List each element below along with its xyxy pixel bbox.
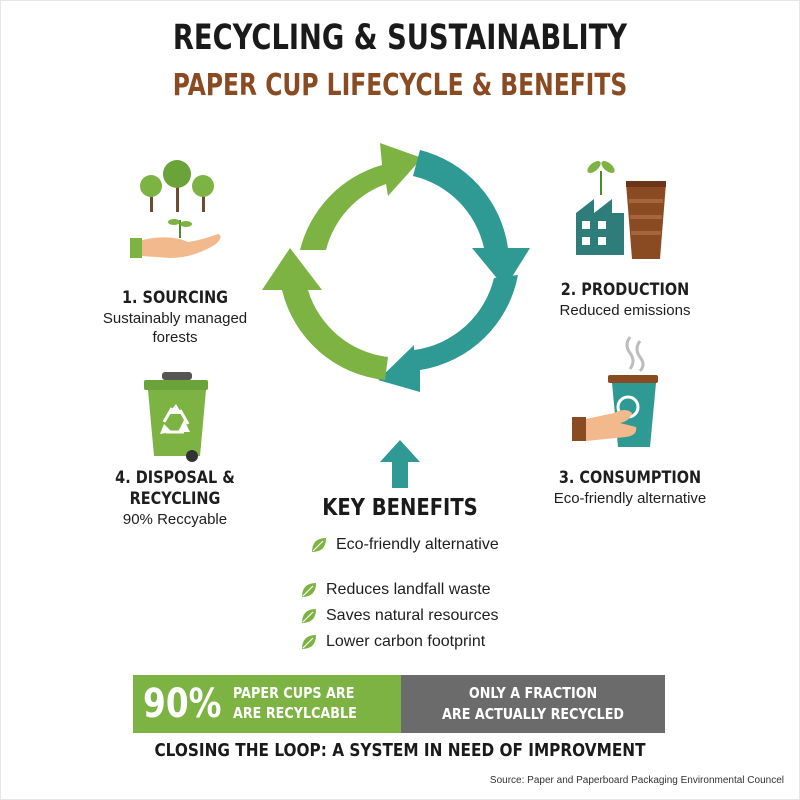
factory-cups-icon	[576, 161, 666, 259]
recyclable-percent: 90%	[143, 681, 222, 727]
stage-sourcing-desc-line1: Sustainably managed	[102, 310, 248, 327]
closing-statement: CLOSING THE LOOP: A SYSTEM IN NEED OF IM…	[154, 740, 646, 761]
stage-sourcing-desc-line2: forests	[152, 329, 198, 346]
stage-consumption-desc: Eco-friendly alternative	[553, 490, 707, 507]
stage-disposal-desc: 90% Reccyable	[122, 511, 228, 528]
benefit-item: Saves natural resources	[300, 607, 499, 625]
page-subtitle: PAPER CUP LIFECYCLE & BENEFITS	[172, 68, 628, 103]
benefit-item: Reduces landfall waste	[300, 581, 491, 599]
benefit-label: Eco-friendly alternative	[336, 536, 499, 553]
page-title: RECYCLING & SUSTAINABLITY	[172, 18, 628, 58]
benefit-item: Lower carbon footprint	[300, 633, 485, 651]
stage-consumption: 3. CONSUMPTION Eco-friendly alternative	[530, 468, 730, 508]
recyclable-text-line2: ARE RECYLCABLE	[233, 704, 357, 722]
benefit-label: Lower carbon footprint	[326, 633, 486, 650]
key-benefits-title: KEY BENEFITS	[322, 495, 478, 521]
stage-production: 2. PRODUCTION Reduced emissions	[530, 280, 720, 320]
arrow-production-to-consumption	[413, 150, 530, 288]
recyclable-text-line1: PAPER CUPS ARE	[233, 684, 355, 702]
stats-banner-recyclable: 90% PAPER CUPS ARE ARE RECYLCABLE	[133, 675, 401, 733]
leaf-icon	[302, 609, 316, 623]
leaf-icon	[302, 635, 316, 649]
key-benefits-up-arrow	[380, 440, 420, 488]
stage-disposal-name-line1: 4. DISPOSAL &	[115, 468, 235, 488]
stage-disposal-name-line2: RECYCLING	[129, 489, 221, 509]
hand-coffee-cup-icon	[572, 336, 658, 447]
stage-sourcing: 1. SOURCING Sustainably managed forests	[80, 288, 270, 347]
recycling-bin-icon	[144, 372, 208, 462]
stats-banner: 90% PAPER CUPS ARE ARE RECYLCABLE ONLY A…	[133, 675, 665, 733]
leaf-icon	[312, 538, 326, 552]
stage-production-name: 2. PRODUCTION	[560, 280, 690, 300]
stage-sourcing-name: 1. SOURCING	[121, 288, 229, 308]
benefit-label: Saves natural resources	[326, 607, 499, 624]
stage-disposal: 4. DISPOSAL & RECYCLING 90% Reccyable	[80, 468, 270, 529]
arrow-disposal-to-sourcing	[262, 248, 388, 380]
benefit-item: Eco-friendly alternative	[310, 536, 499, 554]
stage-consumption-name: 3. CONSUMPTION	[558, 468, 702, 488]
recycled-text-line1: ONLY A FRACTION	[468, 684, 598, 702]
leaf-icon	[302, 583, 316, 597]
arrow-consumption-to-disposal	[378, 275, 518, 392]
stage-production-desc: Reduced emissions	[559, 302, 691, 319]
recyclable-text: PAPER CUPS ARE ARE RECYLCABLE	[233, 683, 369, 723]
benefit-label: Reduces landfall waste	[326, 581, 491, 598]
source-citation: Source: Paper and Paperboard Packaging E…	[489, 775, 784, 786]
trees-hand-icon	[130, 160, 221, 258]
arrow-sourcing-to-production	[300, 143, 422, 250]
stats-banner-recycled: ONLY A FRACTION ARE ACTUALLY RECYCLED	[401, 675, 665, 733]
recycled-text-line2: ARE ACTUALLY RECYCLED	[442, 705, 624, 723]
recycled-text: ONLY A FRACTION ARE ACTUALLY RECYCLED	[442, 683, 624, 725]
